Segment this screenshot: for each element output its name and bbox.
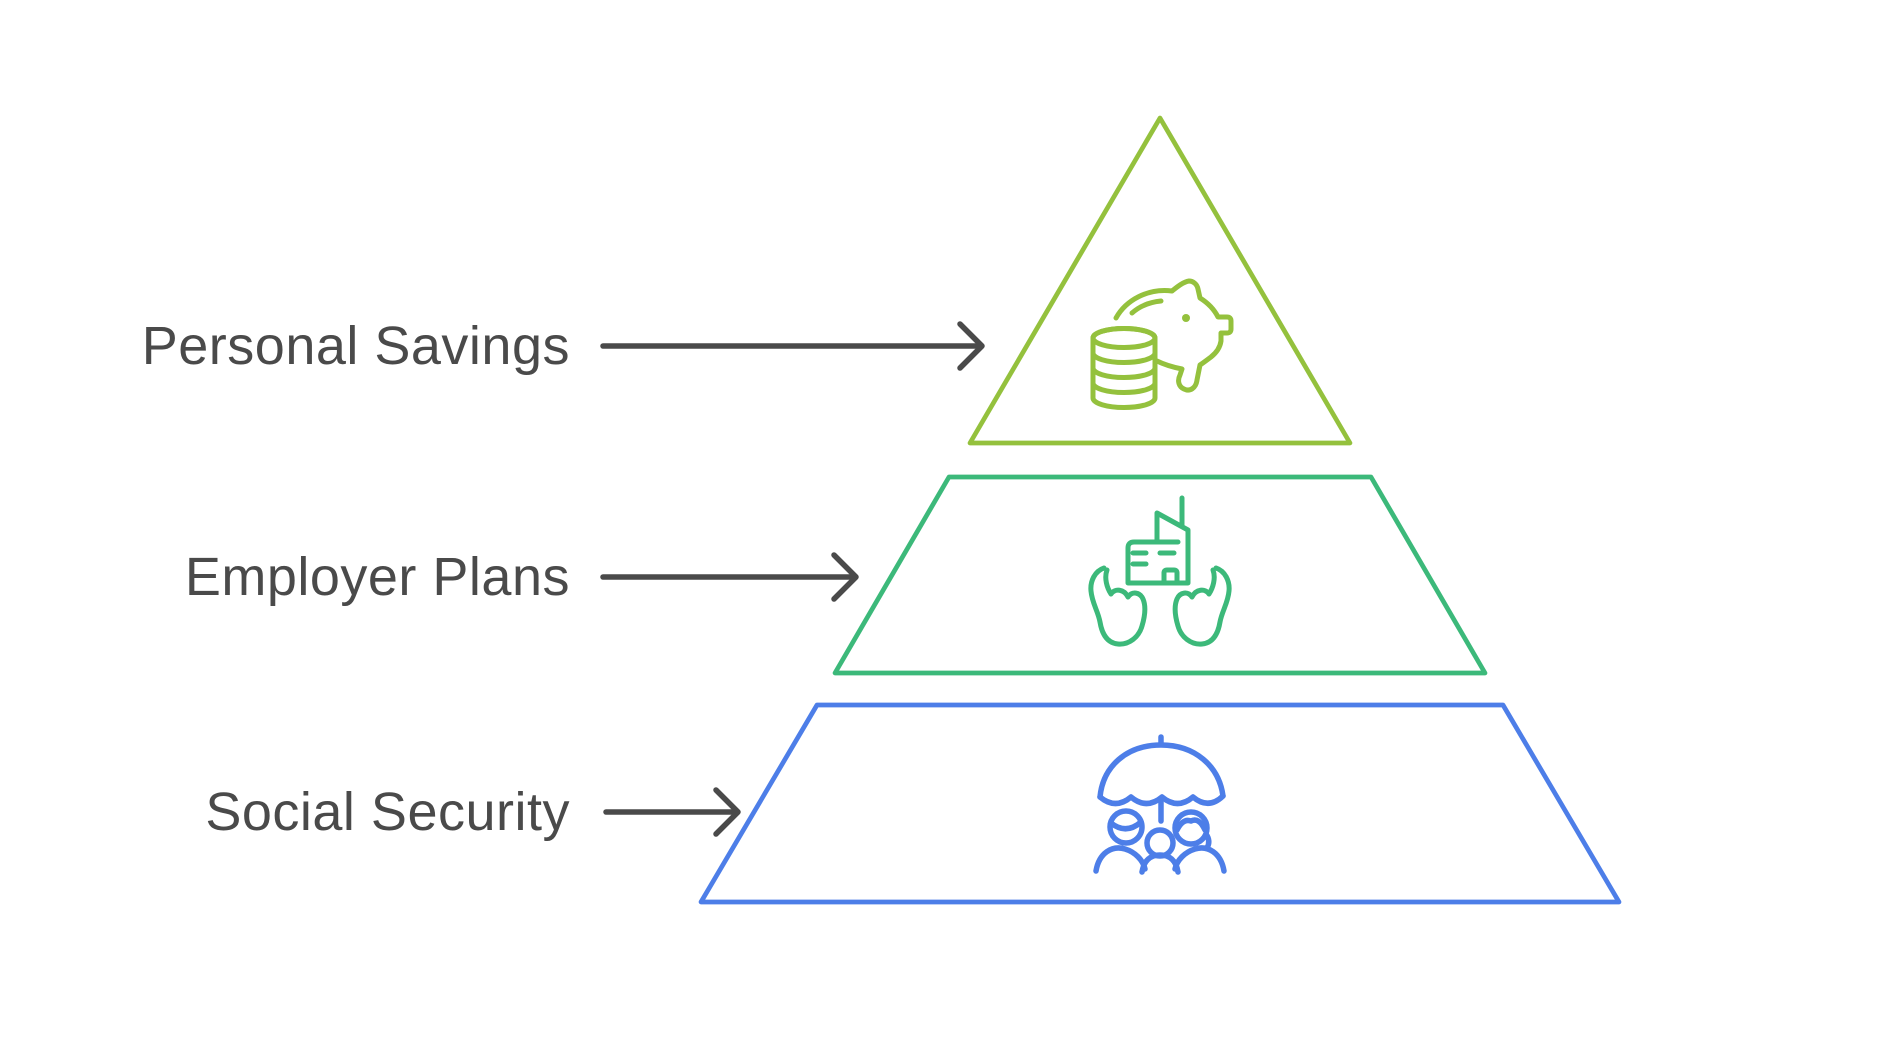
pyramid-level-social-security: Social Security	[205, 702, 1622, 905]
building-door	[1161, 567, 1180, 586]
personal-savings-arrow	[600, 321, 985, 371]
child-head	[1144, 827, 1176, 859]
pyramid-level-employer-plans: Employer Plans	[185, 474, 1488, 676]
employer-plans-arrow	[600, 552, 859, 602]
pyramid-trapezoid-bottom	[698, 702, 1622, 905]
umbrella-scallops	[1097, 793, 1226, 807]
left-adult-shoulders	[1093, 845, 1148, 874]
pyramid-triangle	[967, 115, 1353, 446]
level-label-personal-savings: Personal Savings	[142, 316, 570, 376]
pyramid-level-personal-savings: Personal Savings	[142, 115, 1353, 446]
child-shoulders	[1139, 852, 1181, 875]
arrow-head	[957, 321, 985, 371]
right-adult-hair	[1174, 817, 1208, 833]
level-label-employer-plans: Employer Plans	[185, 547, 570, 607]
pyramid-trapezoid-middle	[832, 474, 1488, 676]
tier-shape-bottom	[698, 702, 1622, 905]
coin-stack	[1090, 326, 1158, 410]
arrow-head	[831, 552, 859, 602]
left-adult-head	[1107, 808, 1145, 846]
piggy-bank-coins-icon	[1090, 278, 1234, 410]
umbrella-canopy	[1097, 742, 1226, 800]
left-hand	[1088, 565, 1148, 647]
left-adult-hair	[1108, 819, 1144, 832]
tier-shape-middle	[832, 474, 1488, 676]
umbrella-family-icon	[1093, 734, 1227, 875]
social-security-arrow	[603, 787, 741, 837]
right-adult-shoulders	[1172, 845, 1227, 874]
tier-shape-top	[967, 115, 1353, 446]
level-label-social-security: Social Security	[205, 782, 570, 842]
right-hand	[1172, 565, 1232, 647]
arrow-head	[713, 787, 741, 837]
hands-holding-building-icon	[1088, 495, 1232, 647]
